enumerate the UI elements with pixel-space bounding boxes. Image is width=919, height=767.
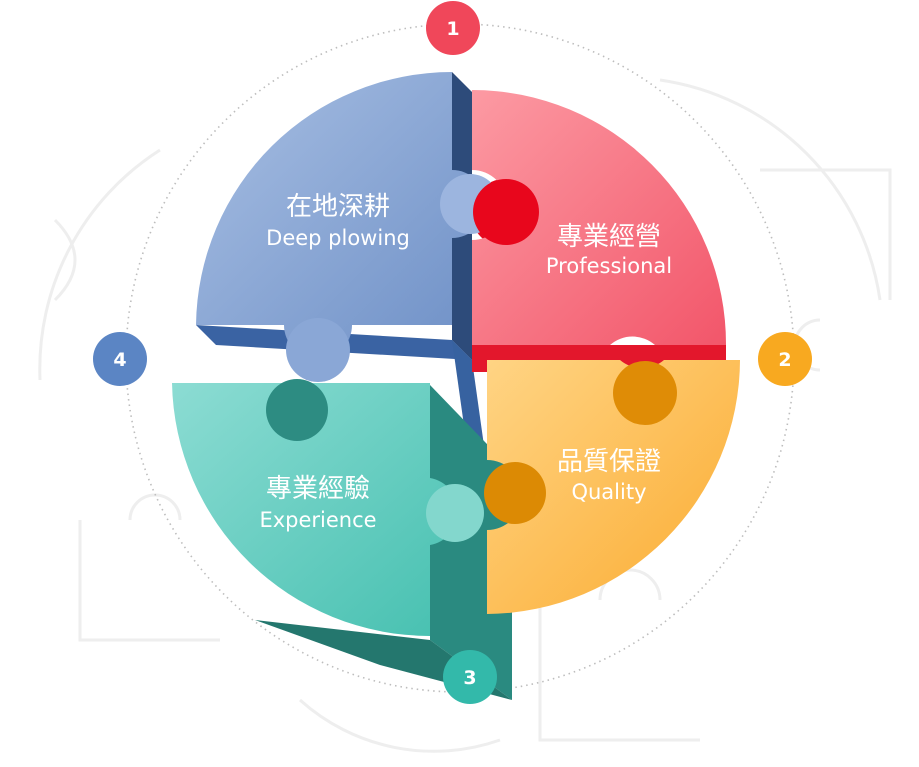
background-puzzle-decoration (38, 78, 892, 753)
badge-3-number: 3 (463, 667, 476, 689)
knob-red-left (473, 179, 539, 245)
title-en-deep-plowing: Deep plowing (266, 226, 410, 250)
title-en-quality: Quality (571, 480, 646, 504)
knob-teal-top (266, 379, 328, 441)
label-quality: 品質保證 Quality (557, 447, 661, 504)
badge-2-number: 2 (778, 349, 791, 371)
label-deep-plowing: 在地深耕 Deep plowing (266, 192, 410, 250)
knob-blue-bottom (286, 318, 350, 382)
badge-4: 4 (93, 332, 147, 386)
badge-1-number: 1 (446, 18, 459, 40)
knob-yellow-top (613, 361, 677, 425)
badge-2: 2 (758, 332, 812, 386)
piece-quality (487, 360, 740, 614)
label-professional: 專業經營 Professional (546, 222, 672, 278)
piece-experience (172, 383, 459, 636)
piece-professional (472, 90, 727, 345)
badge-3: 3 (443, 650, 497, 704)
title-en-professional: Professional (546, 254, 672, 278)
badge-4-number: 4 (113, 349, 126, 371)
title-en-experience: Experience (259, 508, 376, 532)
piece-deep-plowing (196, 72, 486, 359)
title-zh-deep-plowing: 在地深耕 (286, 192, 390, 222)
knob-teal-right (426, 484, 484, 542)
title-zh-professional: 專業經營 (557, 222, 661, 252)
knob-yellow-left (484, 462, 546, 524)
badge-1: 1 (426, 1, 480, 55)
title-zh-quality: 品質保證 (557, 447, 661, 477)
title-zh-experience: 專業經驗 (266, 474, 370, 504)
label-experience: 專業經驗 Experience (259, 474, 376, 532)
